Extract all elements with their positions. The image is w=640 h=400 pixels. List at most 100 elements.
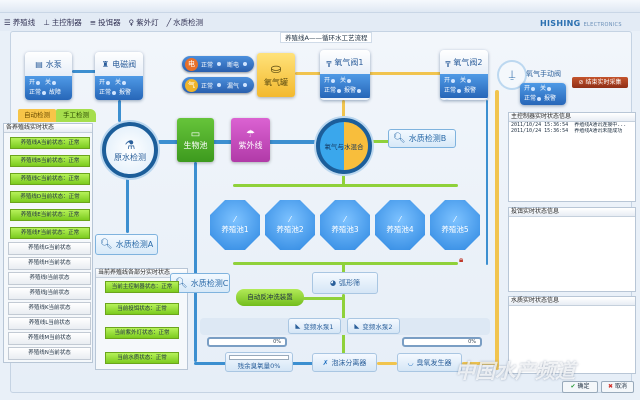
oxygen-water-mixer[interactable]: 氧气与水混合: [316, 118, 372, 174]
pump-icon: ◣: [295, 322, 301, 330]
pump-icon: ◣: [354, 322, 360, 330]
flask-icon: ⚗: [124, 137, 136, 152]
search-icon: 🔍︎: [175, 277, 188, 289]
pipe: [342, 100, 345, 120]
window-titlebar: [0, 0, 640, 13]
fish-pool[interactable]: ⁄养殖池2: [265, 200, 315, 250]
pump-icon: ▤: [35, 59, 43, 69]
water-quality-a-button[interactable]: 🔍︎水质检测A: [95, 234, 158, 255]
probe-icon: ⁄: [454, 215, 456, 224]
line-status-item[interactable]: 养殖线M当前状态: [8, 332, 91, 345]
search-icon: 🔍︎: [393, 133, 406, 144]
solenoid-valve-device[interactable]: ♜电磁阀 开 关正常报警: [95, 52, 143, 100]
vfd-pump-1[interactable]: ◣变频水泵1: [288, 318, 341, 334]
line-status-item[interactable]: 养殖线G当前状态: [8, 242, 91, 255]
fish-pool[interactable]: ⁄养殖池1: [210, 200, 260, 250]
fish-pool[interactable]: ⁄养殖池3: [320, 200, 370, 250]
line-status-item[interactable]: 养殖线N当前状态: [8, 347, 91, 360]
tab-auto-detect[interactable]: 自动检测: [18, 109, 56, 122]
pool-label: 养殖池3: [331, 225, 359, 234]
water-quality-b-button[interactable]: 🔍︎水质检测B: [388, 129, 456, 148]
line-status-item[interactable]: 养殖线K当前状态: [8, 302, 91, 315]
uv-sterilizer[interactable]: ☂紫外线: [231, 118, 270, 162]
log-entry: 2011/10/24 15:36:54 养殖线A通讯未能成功: [511, 128, 623, 134]
line-status-item[interactable]: 养殖线A当前状态：正常: [10, 137, 90, 149]
toolbar-tab-uv[interactable]: ♀紫外灯: [128, 17, 159, 27]
toolbar-tab-line[interactable]: ☰养殖线: [4, 17, 36, 27]
pipe: [303, 297, 343, 300]
tank-icon: ⛀: [270, 62, 282, 77]
water-pump-device[interactable]: ▤水泵 开 关正常故障: [25, 52, 72, 100]
log-entry: 2011/10/24 15:36:54 养殖线A通讯连接中...: [511, 122, 627, 128]
oxygen-valve-2-device[interactable]: ╦氧气阀2 开 关正常报警: [440, 50, 488, 100]
pool-label: 养殖池1: [221, 225, 249, 234]
arc-screen[interactable]: ◕弧形筛: [312, 272, 378, 294]
probe-icon: ⁄: [234, 215, 236, 224]
power-icon: 电: [185, 57, 198, 71]
pipe: [462, 362, 498, 365]
screen-icon: ◕: [329, 279, 337, 287]
line-status-item[interactable]: 养殖线E当前状态：正常: [10, 209, 90, 221]
valve-icon: ╦: [326, 57, 332, 67]
feeder-info-panel: 投饵实时状态信息: [508, 207, 636, 292]
feeder-icon: ≡: [89, 17, 97, 27]
part-status-item[interactable]: 当前投饵状态：正常: [105, 303, 179, 315]
pipe: [295, 72, 445, 75]
line-status-item[interactable]: 养殖线B当前状态：正常: [10, 155, 90, 167]
ozone-generator[interactable]: ◡臭氧发生器: [397, 353, 462, 372]
foam-separator[interactable]: ✗泡沫分离器: [312, 353, 377, 372]
line-status-item[interactable]: 养殖线I当前状态: [8, 272, 91, 285]
pipe: [233, 184, 458, 187]
water-quality-c-button[interactable]: 🔍︎水质检测C: [170, 273, 230, 293]
oxygen-tank[interactable]: ⛀氧气罐: [257, 53, 295, 97]
bio-pool[interactable]: ▭生物池: [177, 118, 214, 162]
toolbar-tab-controller[interactable]: ⊥主控制器: [43, 17, 82, 27]
line-status-item[interactable]: 养殖线C当前状态：正常: [10, 173, 90, 185]
gas-icon: 气: [185, 78, 198, 92]
manual-valve-status[interactable]: 开 关正常报警: [520, 83, 566, 105]
raw-water-detect[interactable]: ⚗原水检测: [102, 122, 158, 178]
line-status-item[interactable]: 养殖线F当前状态：正常: [10, 227, 90, 239]
pipe: [377, 362, 397, 365]
stop-collection-button[interactable]: ⊘ 结束实时采集: [572, 77, 628, 88]
o2valve2-status: 开 关正常报警: [440, 74, 488, 100]
shower-icon: ☂: [246, 129, 255, 140]
lock-icon: 🔒︎: [459, 255, 464, 264]
fish-pool[interactable]: ⁄养殖池5: [430, 200, 480, 250]
pool-label: 养殖池2: [276, 225, 304, 234]
ozone-residual: 残余臭氧量0%: [225, 352, 293, 372]
controller-info-panel: 主控制器实时状态信息 2011/10/24 15:36:54 养殖线A通讯连接中…: [508, 112, 636, 202]
toolbar-tab-feeder[interactable]: ≡投饵器: [89, 17, 121, 27]
tab-manual-detect[interactable]: 手工检测: [56, 109, 96, 122]
valve-icon: ╦: [445, 57, 451, 67]
cancel-button[interactable]: ✖ 取消: [601, 381, 634, 393]
ok-button[interactable]: ✔ 确定: [562, 381, 598, 393]
pipe: [486, 100, 488, 265]
wave-icon: ◡: [407, 358, 414, 367]
part-status-item[interactable]: 当前水质状态：正常: [105, 352, 179, 364]
valve-icon: ♜: [101, 59, 110, 69]
line-status-item[interactable]: 养殖线J当前状态: [8, 287, 91, 300]
oxygen-valve-1-device[interactable]: ╦氧气阀1 开 关正常报警: [320, 50, 370, 100]
pipe: [342, 172, 345, 186]
toolbar-tab-water-quality[interactable]: ╱水质检测: [166, 17, 204, 27]
line-status-item[interactable]: 养殖线D当前状态：正常: [10, 191, 90, 203]
part-status-item[interactable]: 当前主控制器状态：正常: [105, 281, 179, 293]
stop-icon: ⊘: [578, 79, 584, 86]
toolbar: ☰养殖线 ⊥主控制器 ≡投饵器 ♀紫外灯 ╱水质检测: [0, 13, 640, 31]
pipe: [194, 162, 197, 362]
pool-label: 养殖池4: [386, 225, 414, 234]
part-status-item[interactable]: 当前紫外灯状态：正常: [105, 327, 179, 339]
probe-icon: ⁄: [344, 215, 346, 224]
fish-pool[interactable]: ⁄养殖池4: [375, 200, 425, 250]
line-status-item[interactable]: 养殖线H当前状态: [8, 257, 91, 270]
tub-icon: ▭: [190, 129, 201, 140]
manual-valve-label: 氧气手动阀: [526, 70, 561, 78]
backwash-device[interactable]: 自动反冲洗装置: [236, 289, 304, 306]
line-status-item[interactable]: 养殖线L当前状态: [8, 317, 91, 330]
pen-icon: ╱: [166, 17, 172, 27]
pump-status: 开 关正常故障: [25, 76, 72, 100]
vfd-pump-2[interactable]: ◣变频水泵2: [347, 318, 400, 334]
page-title: 养殖线A——循环水工艺流程: [280, 32, 373, 43]
pipe: [72, 70, 96, 73]
